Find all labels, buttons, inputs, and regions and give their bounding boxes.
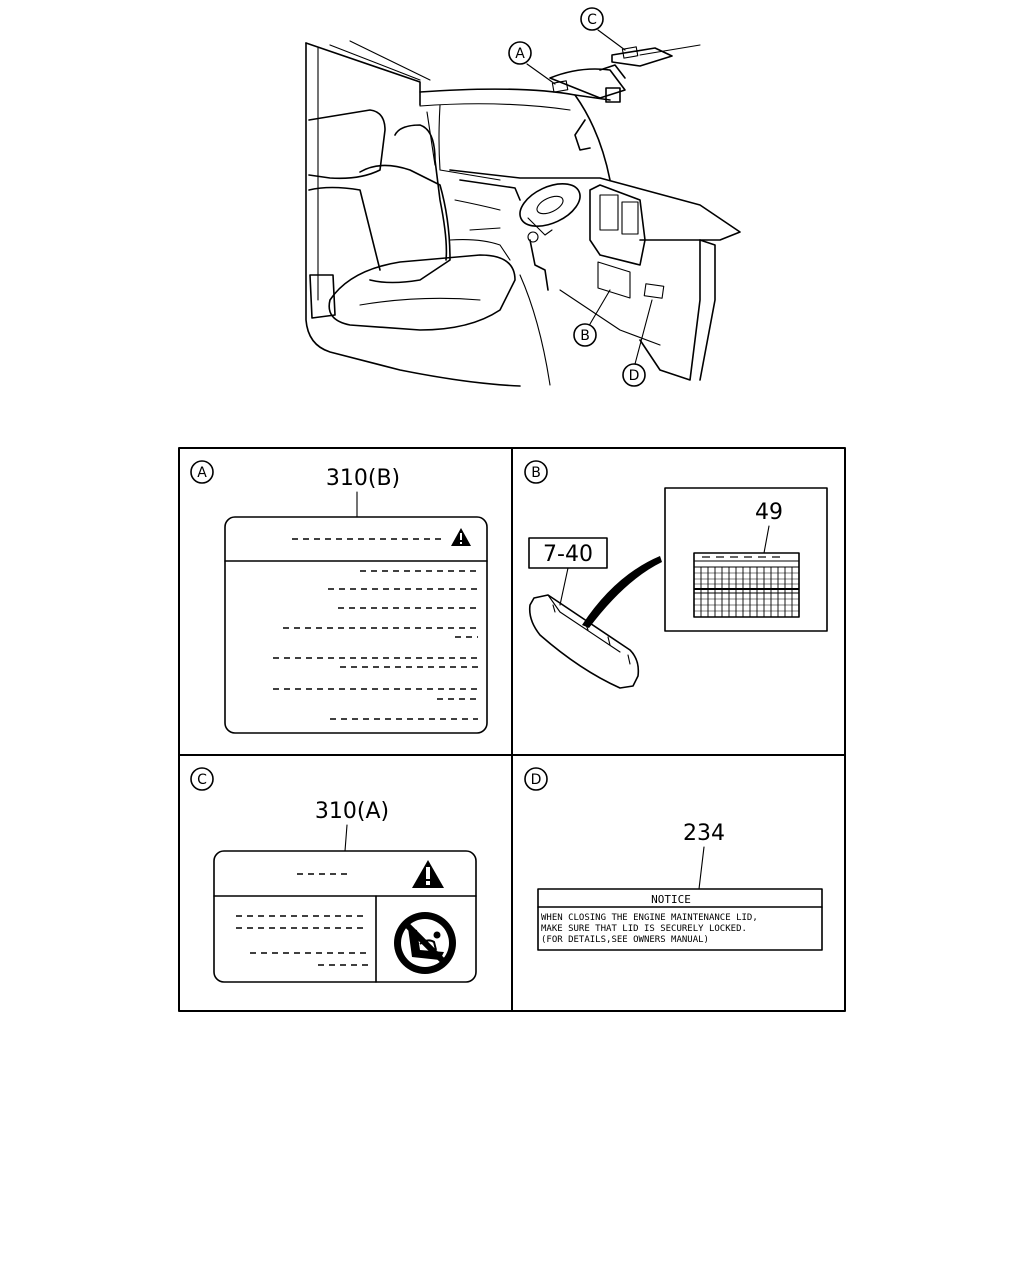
svg-text:B: B — [580, 328, 590, 344]
warning-label-310b — [224, 516, 488, 734]
panel-d: D 234 NOTICE WHEN CLOSING THE ENGINE MAI… — [524, 767, 823, 951]
panel-c: C 310(A) — [190, 767, 477, 983]
panel-d-letter: D — [531, 772, 542, 788]
cab-interior-illustration — [305, 29, 741, 387]
panel-a: A 310(B) — [190, 460, 488, 734]
svg-text:C: C — [587, 12, 597, 28]
panel-a-letter: A — [197, 465, 207, 481]
panel-b: B 7-40 49 — [524, 460, 828, 689]
part-number-49: 49 — [755, 500, 783, 525]
panel-b-letter: B — [531, 465, 541, 481]
detail-zoom-box — [664, 487, 828, 632]
sticker-49-grid — [694, 556, 799, 617]
svg-text:A: A — [515, 46, 525, 62]
callout-b: B — [573, 323, 597, 347]
callout-d: D — [622, 363, 646, 387]
warning-triangle-icon — [412, 860, 444, 888]
notice-line-3: (FOR DETAILS,SEE OWNERS MANUAL) — [541, 935, 709, 945]
svg-text:D: D — [629, 368, 640, 384]
warning-triangle-icon — [451, 528, 471, 546]
notice-line-1: WHEN CLOSING THE ENGINE MAINTENANCE LID, — [541, 913, 758, 923]
callout-a: A — [508, 41, 532, 65]
notice-label-234 — [537, 888, 823, 951]
maintenance-lid — [528, 594, 640, 689]
notice-line-2: MAKE SURE THAT LID IS SECURELY LOCKED. — [541, 924, 747, 934]
warning-label-310a — [213, 850, 477, 983]
callout-c: C — [580, 7, 604, 31]
part-number-310a: 310(A) — [315, 799, 389, 824]
callout-arrow — [582, 556, 662, 628]
notice-title: NOTICE — [651, 893, 691, 906]
panel-c-letter: C — [197, 772, 207, 788]
detail-grid — [178, 447, 846, 1012]
part-number-310b: 310(B) — [326, 466, 400, 491]
sticker-49 — [693, 552, 800, 618]
no-child-seat-icon — [394, 912, 456, 974]
part-number-7-40: 7-40 — [543, 542, 593, 567]
part-number-234: 234 — [683, 821, 725, 846]
